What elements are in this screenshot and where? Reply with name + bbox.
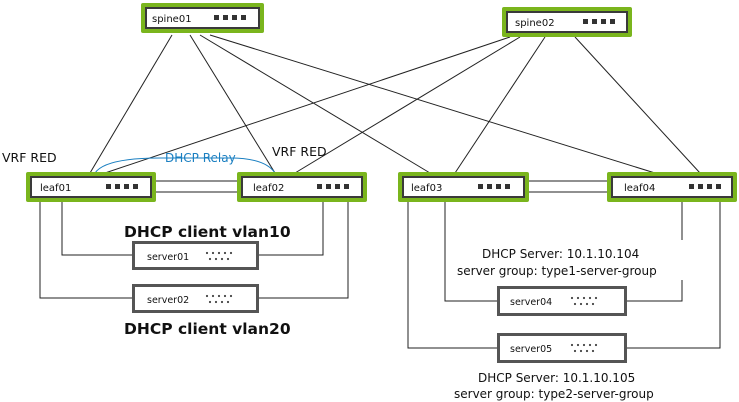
link-leaf02-server02	[258, 201, 349, 299]
port-indicator-icon	[689, 184, 721, 189]
link-spine02-leaf02	[294, 36, 521, 174]
server-ports-icon	[205, 251, 233, 261]
link-leaf02-server01	[258, 201, 324, 256]
port-indicator-icon	[583, 19, 615, 24]
port-indicator-icon	[317, 184, 349, 189]
client-vlan10-label: DHCP client vlan10	[124, 223, 291, 241]
link-leaf03-server05	[407, 201, 498, 349]
link-leaf04-server04-b	[626, 280, 683, 302]
vrf-red-left-label: VRF RED	[2, 150, 57, 165]
spine02-label: spine02	[515, 18, 555, 29]
server01-label: server01	[147, 252, 189, 263]
switch-leaf04[interactable]: leaf04	[607, 172, 737, 202]
links	[39, 34, 721, 349]
switch-leaf03[interactable]: leaf03	[398, 172, 529, 202]
port-indicator-icon	[214, 15, 246, 20]
switch-spine01[interactable]: spine01	[141, 3, 264, 33]
link-spine01-leaf01	[89, 34, 173, 174]
leaf03-label: leaf03	[411, 183, 442, 194]
leaf02-label: leaf02	[253, 183, 284, 194]
dhcp-server2-group: server group: type2-server-group	[454, 387, 654, 401]
server-server04[interactable]: server04	[497, 286, 627, 316]
vrf-red-right-label: VRF RED	[272, 144, 327, 159]
dhcp-server1-address: DHCP Server: 10.1.10.104	[482, 247, 639, 261]
server-server01[interactable]: server01	[132, 241, 259, 270]
server-server05[interactable]: server05	[497, 333, 627, 363]
leaf04-label: leaf04	[624, 183, 655, 194]
client-vlan20-label: DHCP client vlan20	[124, 320, 291, 338]
server-ports-icon	[570, 343, 598, 353]
server05-label: server05	[510, 344, 552, 355]
link-spine01-leaf04	[209, 34, 656, 174]
leaf01-label: leaf01	[40, 183, 71, 194]
link-leaf04-server05	[626, 201, 721, 349]
link-spine02-leaf03	[454, 36, 546, 174]
switch-leaf02[interactable]: leaf02	[237, 172, 367, 202]
server-ports-icon	[570, 296, 598, 306]
link-spine01-leaf03	[199, 34, 431, 174]
dhcp-relay-line	[94, 157, 276, 174]
server-ports-icon	[205, 294, 233, 304]
dhcp-relay-label: DHCP Relay	[165, 151, 236, 165]
server02-label: server02	[147, 295, 189, 306]
port-indicator-icon	[478, 184, 510, 189]
port-indicator-icon	[106, 184, 138, 189]
switch-leaf01[interactable]: leaf01	[26, 172, 156, 202]
link-spine02-leaf01	[104, 36, 511, 174]
dhcp-server2-address: DHCP Server: 10.1.10.105	[478, 371, 635, 385]
link-spine01-leaf02	[189, 34, 276, 174]
link-spine02-leaf04	[574, 36, 701, 174]
server-server02[interactable]: server02	[132, 284, 259, 313]
server04-label: server04	[510, 297, 552, 308]
link-leaf03-server04	[444, 201, 498, 302]
switch-spine02[interactable]: spine02	[502, 7, 632, 37]
spine01-label: spine01	[152, 14, 192, 25]
dhcp-server1-group: server group: type1-server-group	[457, 264, 657, 278]
link-leaf01-server02	[39, 201, 133, 299]
link-leaf01-server01	[61, 201, 133, 256]
